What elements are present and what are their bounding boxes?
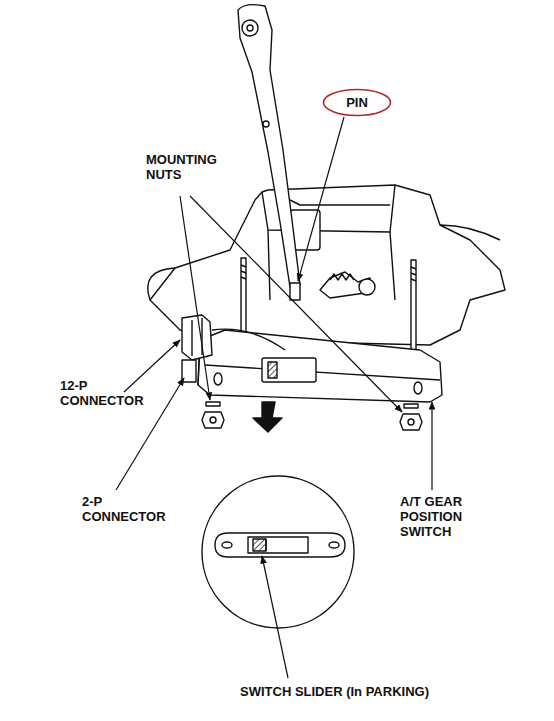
circled-callout: PIN <box>322 88 392 117</box>
part-label: 12-P CONNECTOR <box>60 378 160 408</box>
part-label: A/T GEAR POSITION SWITCH <box>400 494 490 539</box>
part-label: SWITCH SLIDER (In PARKING) <box>240 684 500 699</box>
callout-outline <box>324 89 391 115</box>
part-label: 2-P CONNECTOR <box>82 494 182 524</box>
part-label: PIN <box>346 95 368 110</box>
part-label: MOUNTING NUTS <box>146 152 226 182</box>
